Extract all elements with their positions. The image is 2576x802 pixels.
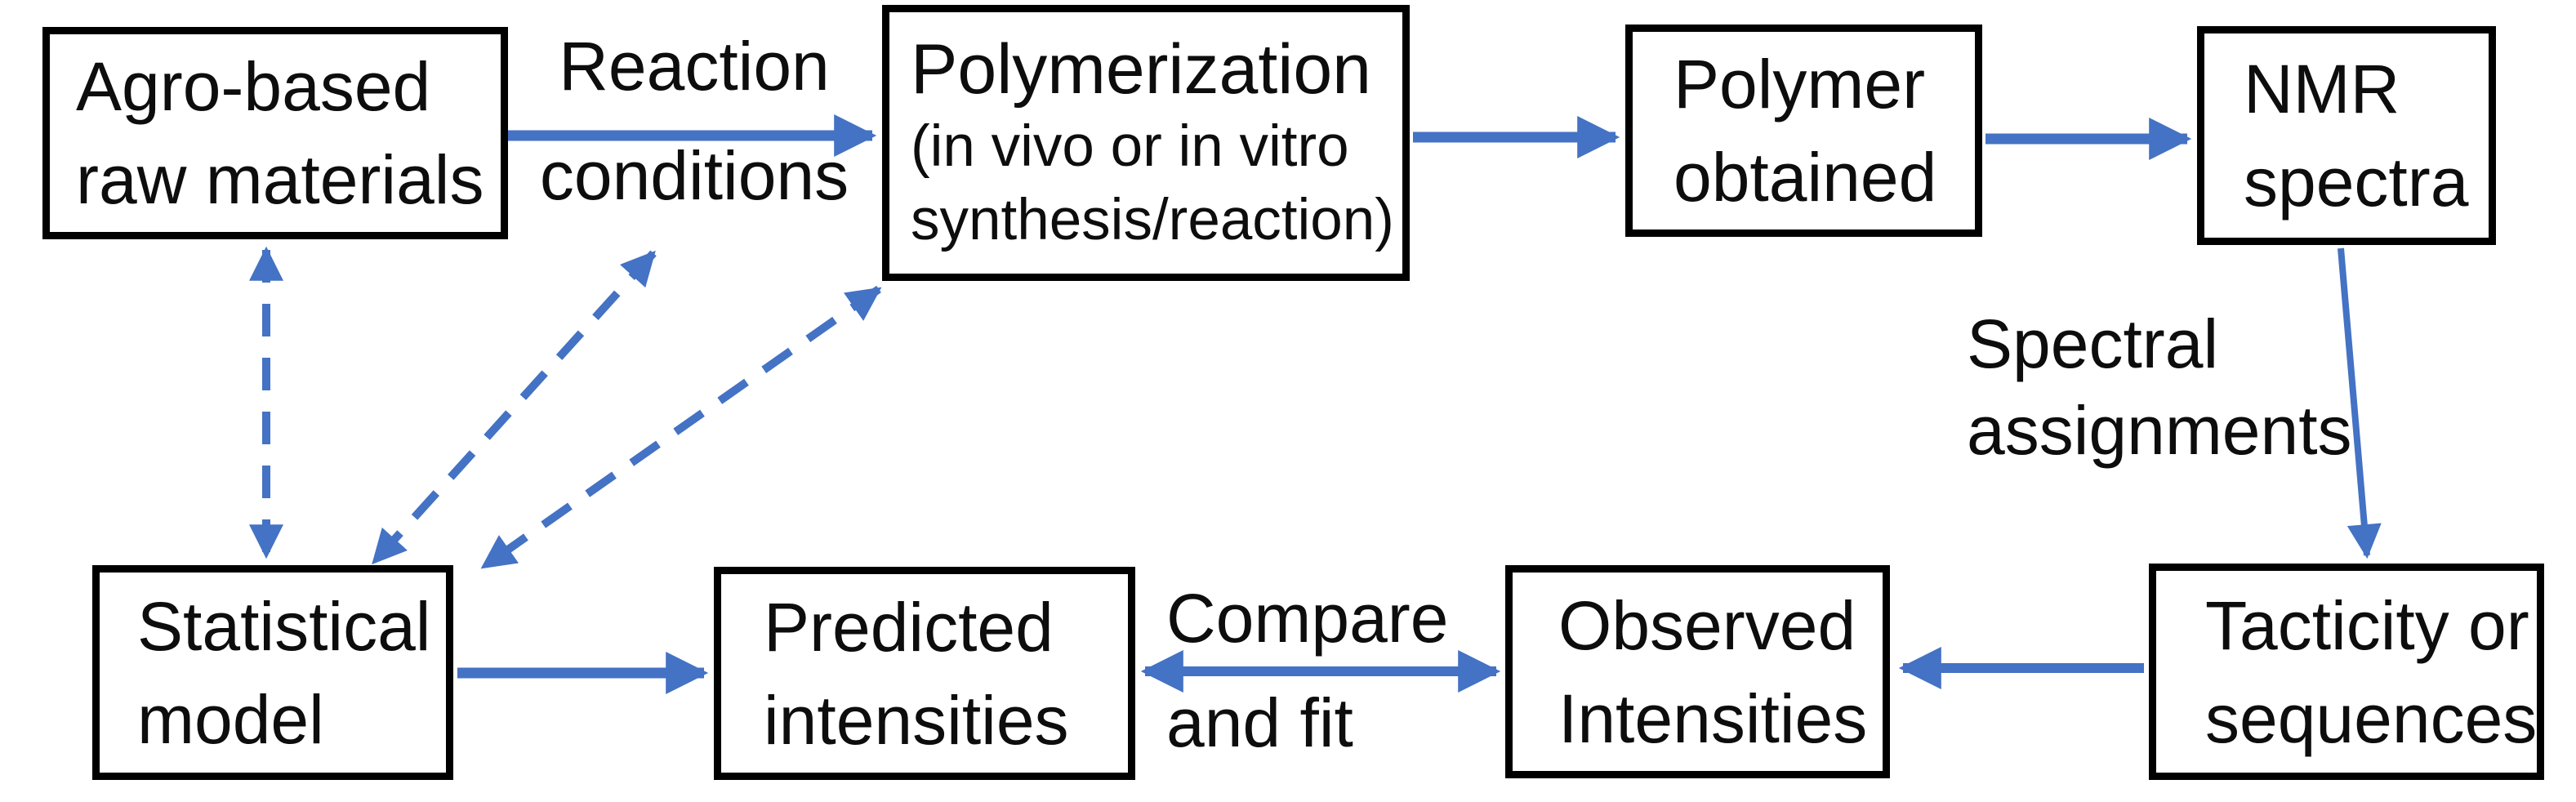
node-label-line: Statistical (137, 587, 431, 665)
node-label-line: Observed (1558, 586, 1856, 664)
node-label-line: Polymer (1674, 46, 1926, 123)
node-label-line: raw materials (76, 141, 484, 218)
edge-label-reaction-conditions: Reaction conditions (527, 23, 862, 219)
node-label-line: intensities (764, 681, 1069, 759)
node-label-line: spectra (2244, 144, 2469, 221)
edge-label-spectral-assignments: Spectral assignments (1967, 301, 2391, 474)
node-polymer-obtained: Polymer obtained (1625, 25, 1982, 237)
node-tacticity-or-sequences: Tacticity or sequences (2149, 564, 2544, 780)
edge-label-line: assignments (1967, 392, 2352, 469)
node-statistical-model: Statistical model (92, 565, 453, 780)
node-predicted-intensities: Predicted intensities (714, 567, 1135, 780)
node-label-line: NMR (2244, 51, 2400, 127)
node-label-line: synthesis/reaction) (911, 188, 1394, 252)
edge-label-line: conditions (539, 137, 849, 214)
node-nmr-spectra: NMR spectra (2197, 26, 2496, 245)
edge-label-line: and fit (1166, 684, 1353, 761)
dashed-arrow-statistical-model-to-reaction-conditions (371, 250, 657, 565)
dashed-arrow-statistical-model-to-polymerization (480, 285, 882, 571)
edge-label-line: Reaction (559, 28, 830, 105)
node-label-line: Predicted (764, 588, 1054, 666)
node-polymerization: Polymerization (in vivo or in vitro synt… (882, 5, 1410, 281)
node-label-line: Polymerization (911, 30, 1371, 109)
node-label-line: (in vivo or in vitro (911, 114, 1349, 179)
node-label-line: Intensities (1558, 679, 1868, 757)
edge-label-line: Compare (1166, 580, 1449, 657)
node-label-line: Tacticity or (2205, 586, 2529, 664)
edge-label-line: Spectral (1967, 305, 2219, 382)
node-agro-based-raw-materials: Agro-based raw materials (42, 27, 508, 239)
node-label-line: obtained (1674, 139, 1937, 216)
node-observed-intensities: Observed Intensities (1505, 565, 1890, 778)
node-label-line: model (137, 680, 324, 758)
node-label-line: Agro-based (76, 48, 431, 125)
arrow-nmr-spectra-to-tacticity (2338, 247, 2382, 559)
node-label-line: sequences (2205, 679, 2538, 757)
edge-label-compare-and-fit: Compare and fit (1166, 575, 1509, 766)
